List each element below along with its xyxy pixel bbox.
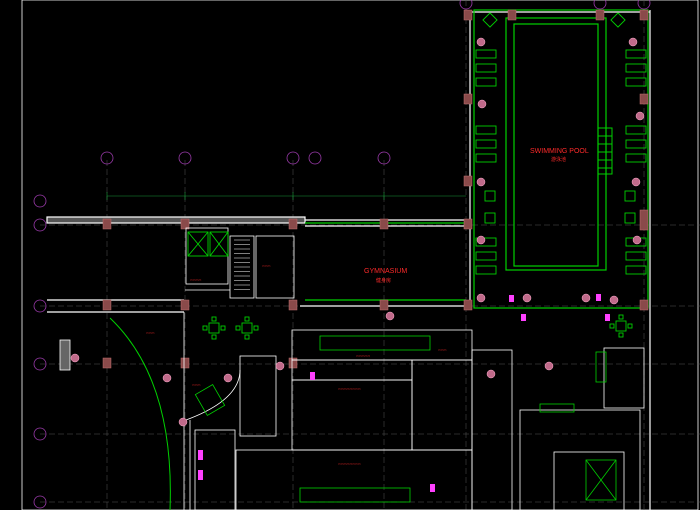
svg-text:▭▭▭: ▭▭▭ [438, 348, 447, 352]
plant-symbol [385, 311, 395, 321]
loungers-left [475, 49, 497, 275]
plant-symbol [544, 361, 554, 371]
pool-lounger [625, 49, 647, 59]
plant-symbol [476, 37, 486, 47]
pool-lounger [625, 77, 647, 87]
plant-symbol [223, 373, 233, 383]
plants [70, 37, 645, 427]
pool-steps [597, 127, 613, 175]
gym-stair [234, 239, 250, 290]
svg-text:▭▭▭: ▭▭▭ [192, 383, 201, 387]
pool-lounger [625, 265, 647, 275]
pool-lounger [475, 265, 497, 275]
pool-lounger [625, 125, 647, 135]
pool-enclosure [305, 9, 649, 309]
plant-symbol [522, 293, 532, 303]
lower-walls [59, 312, 645, 510]
svg-text:▭▭▭: ▭▭▭ [262, 264, 271, 268]
exterior-walls [46, 10, 651, 510]
swimming-pool-label-cn: 游泳池 [551, 156, 566, 163]
svg-text:▭▭▭▭▭▭▭▭: ▭▭▭▭▭▭▭▭ [338, 462, 361, 466]
plant-symbol [476, 235, 486, 245]
pool-lounger [475, 125, 497, 135]
elevator-boxes [187, 231, 229, 257]
plant-symbol [635, 111, 645, 121]
svg-text:▭▭▭▭: ▭▭▭▭ [190, 278, 202, 282]
pool-lounger [475, 237, 497, 247]
pool-lounger [625, 63, 647, 73]
swimming-pool-label: SWIMMING POOL [530, 148, 589, 155]
pool-lounger [475, 63, 497, 73]
plant-symbol [477, 99, 487, 109]
magenta-markers [198, 294, 610, 492]
pool-lounger [625, 251, 647, 261]
plant-symbol [628, 37, 638, 47]
pool-lounger [475, 49, 497, 59]
dimension-line [106, 192, 466, 200]
plant-symbol [632, 235, 642, 245]
svg-text:▭▭▭▭▭: ▭▭▭▭▭ [356, 354, 370, 358]
plant-symbol [275, 361, 285, 371]
pool-lounger [475, 77, 497, 87]
gymnasium-label: GYMNASIUM [364, 268, 407, 275]
gymnasium-label-cn: 健身房 [376, 277, 391, 284]
pool-lounger [475, 139, 497, 149]
plant-symbol [162, 373, 172, 383]
loungers-right [625, 49, 647, 275]
drawing-border [21, 0, 699, 510]
grid-bubbles [33, 0, 651, 509]
svg-text:▭▭▭▭▭▭▭▭: ▭▭▭▭▭▭▭▭ [338, 387, 361, 391]
pool-lounger [625, 139, 647, 149]
svg-text:▭▭▭: ▭▭▭ [146, 331, 155, 335]
pool-lounger [475, 251, 497, 261]
plant-symbol [609, 295, 619, 305]
curved-lobby-wall [109, 317, 171, 510]
lower-fixtures [194, 335, 617, 503]
room-tags: ▭▭▭▭ ▭▭▭ ▭▭▭ ▭▭▭ ▭▭▭▭▭▭▭▭ ▭▭▭▭▭▭▭▭ ▭▭▭▭▭… [146, 264, 447, 466]
plant-symbol [70, 353, 80, 363]
plant-symbol [631, 177, 641, 187]
plant-symbol [476, 293, 486, 303]
plant-symbol [581, 293, 591, 303]
pool-lounger [625, 153, 647, 163]
plant-symbol [476, 177, 486, 187]
grid-lines [40, 0, 700, 510]
plant-symbol [178, 417, 188, 427]
plant-symbol [486, 369, 496, 379]
fitness-tables [202, 12, 636, 340]
columns [102, 9, 649, 369]
gym-rooms [185, 227, 295, 299]
pool-lounger [475, 153, 497, 163]
